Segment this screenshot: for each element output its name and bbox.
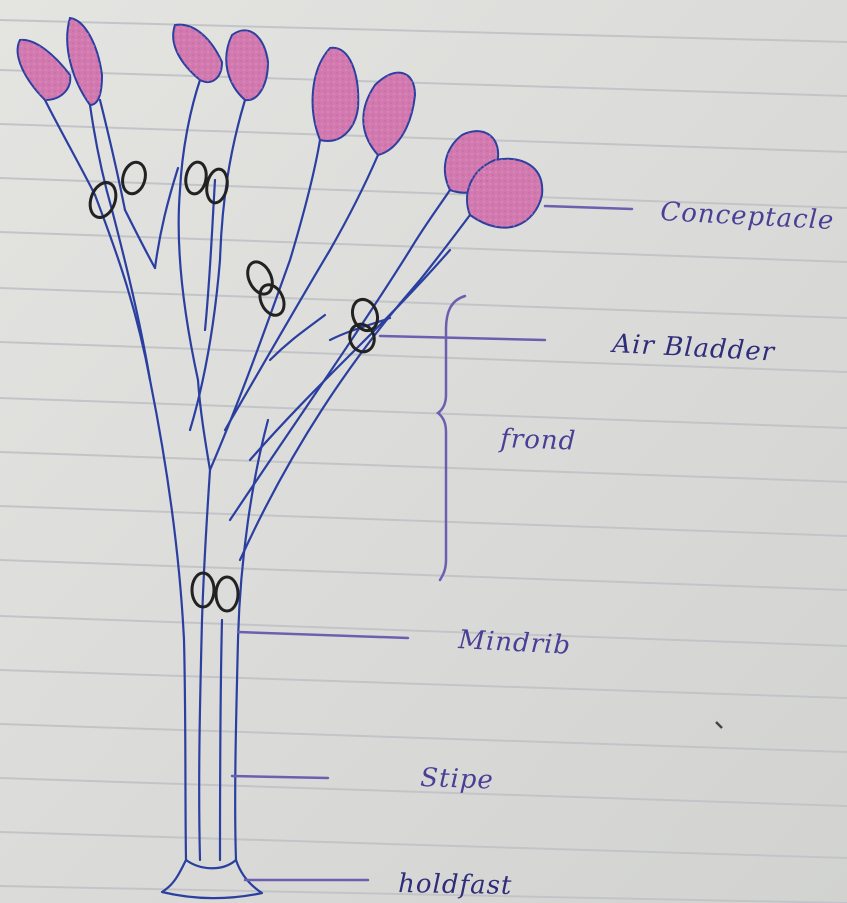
label-holdfast: holdfast [398, 869, 513, 901]
label-frond: frond [498, 424, 577, 457]
label-midrib: Mindrib [457, 625, 572, 661]
label-stipe: Stipe [420, 763, 495, 796]
